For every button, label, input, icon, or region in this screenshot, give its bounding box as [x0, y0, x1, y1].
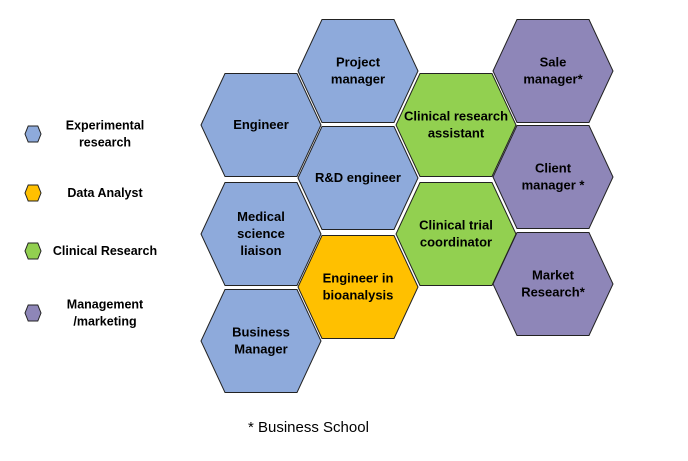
footnote-business-school: * Business School	[248, 419, 369, 436]
legend-item-data: Data Analyst	[24, 184, 143, 202]
hexagon-medical-science-liaison: Medical science liaison	[200, 182, 322, 286]
hexagon-label: Research*	[521, 285, 586, 300]
legend-item-management: Management/marketing	[24, 298, 144, 329]
hexagon-clinical-research-assistant: Clinical research assistant	[395, 73, 517, 177]
legend-label: Management	[67, 298, 144, 312]
hexagon-shape	[492, 19, 614, 123]
hexagon-label: Engineer	[233, 117, 289, 132]
hexagon-shape	[200, 182, 322, 286]
legend-hexagon-icon	[24, 242, 42, 260]
legend-label: /marketing	[73, 315, 136, 329]
hexagon-label: manager*	[523, 72, 583, 87]
hexagon-engineer-in-bioanalysis: Engineer in bioanalysis	[297, 235, 419, 339]
legend-item-experimental: Experimental research	[24, 119, 145, 150]
hexagon-project-manager: Project manager	[297, 19, 419, 123]
hexagon-shape	[297, 19, 419, 123]
hexagon-shape	[492, 232, 614, 336]
hexagon-label: Engineer in	[323, 271, 394, 286]
legend-item-clinical: Clinical Research	[24, 242, 157, 260]
hexagon-label: Client	[535, 161, 572, 176]
hexagon-label: coordinator	[420, 235, 492, 250]
hexagon-engineer: Engineer	[200, 73, 322, 177]
hexagon-label: Medical	[237, 209, 285, 224]
hexagon-shape	[395, 73, 517, 177]
legend-label: Experimental	[66, 119, 145, 133]
hexagon-client-manager: Client manager *	[492, 125, 614, 229]
hexagon-label: Project	[336, 55, 381, 70]
hexagon-label: Sale	[540, 55, 567, 70]
hexagon-label: manager	[331, 72, 385, 87]
hexagon-label: bioanalysis	[323, 288, 394, 303]
legend-label: research	[79, 136, 131, 150]
legend-hexagon-icon	[24, 304, 42, 322]
hexagon-label: R&D engineer	[315, 170, 401, 185]
hexagon-label: science	[237, 226, 285, 241]
hexagon-label: manager *	[522, 178, 586, 193]
hexagon-shape	[200, 73, 322, 177]
hexagon-shape	[297, 235, 419, 339]
hexagon-label: Business	[232, 325, 290, 340]
legend-hexagon-icon	[24, 125, 42, 143]
hexagon-label: Clinical research	[404, 109, 508, 124]
legend-label: Data Analyst	[67, 186, 143, 200]
legend-label: Clinical Research	[53, 244, 157, 258]
hexagon-sale-manager: Sale manager*	[492, 19, 614, 123]
hexagon-label: Market	[532, 268, 575, 283]
hexagon-shape	[395, 182, 517, 286]
hexagon-shape	[200, 289, 322, 393]
hexagon-rd-engineer: R&D engineer	[297, 126, 419, 230]
hexagon-shape	[492, 125, 614, 229]
hexagon-label: Clinical trial	[419, 218, 493, 233]
hexagon-label: liaison	[240, 243, 281, 258]
hexagon-shape	[297, 126, 419, 230]
legend-hexagon-icon	[24, 184, 42, 202]
hexagon-clinical-trial-coordinator: Clinical trial coordinator	[395, 182, 517, 286]
hexagon-label: assistant	[428, 126, 485, 141]
hexagon-label: Manager	[234, 342, 287, 357]
